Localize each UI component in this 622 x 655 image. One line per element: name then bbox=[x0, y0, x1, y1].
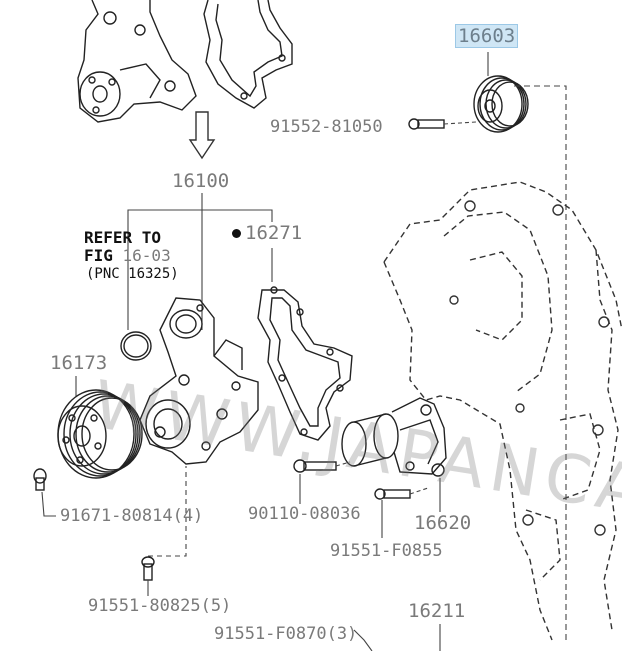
part-label-91551-F0870[interactable]: 91551-F0870(3) bbox=[214, 624, 358, 644]
part-label-90110-08036[interactable]: 90110-08036 bbox=[248, 504, 361, 524]
part-label-91671-80814[interactable]: 91671-80814(4) bbox=[60, 506, 204, 526]
part-label-16603[interactable]: 16603 bbox=[455, 24, 519, 48]
part-label-91551-F0855[interactable]: 91551-F0855 bbox=[330, 541, 443, 561]
gasket-drawing bbox=[257, 286, 353, 441]
part-label-16100[interactable]: 16100 bbox=[172, 170, 230, 192]
belt-tensioner-drawing bbox=[341, 397, 447, 477]
part-label-91552-81050[interactable]: 91552-81050 bbox=[270, 117, 383, 137]
figure-link[interactable]: 16-03 bbox=[122, 246, 171, 265]
water-pump-pulley-drawing bbox=[57, 389, 143, 479]
refer-line-1: REFER TO bbox=[84, 228, 162, 247]
refer-line-2[interactable]: FIG 16-03 bbox=[84, 246, 171, 265]
stud-bolt-drawing bbox=[293, 459, 337, 473]
top-water-pump-drawing bbox=[77, 0, 197, 123]
part-label-16173[interactable]: 16173 bbox=[50, 352, 108, 374]
top-gasket-drawing bbox=[203, 0, 293, 109]
timing-cover-drawing bbox=[383, 181, 622, 641]
water-pump-drawing bbox=[139, 297, 259, 465]
o-ring-drawing bbox=[120, 331, 152, 361]
part-label-16620[interactable]: 16620 bbox=[414, 512, 472, 534]
idler-pulley-drawing bbox=[473, 75, 529, 133]
bullet-dot-icon bbox=[232, 229, 241, 238]
bolt-drawing bbox=[141, 556, 155, 581]
reference-arrow-icon bbox=[188, 111, 216, 160]
part-label-91551-80825[interactable]: 91551-80825(5) bbox=[88, 596, 232, 616]
bolt-drawing bbox=[408, 118, 445, 130]
bolt-drawing bbox=[374, 488, 411, 500]
part-label-16211[interactable]: 16211 bbox=[408, 600, 466, 622]
bolt-drawing bbox=[33, 468, 47, 491]
timing-cover-bolt-holes bbox=[449, 200, 610, 536]
refer-line-3: (PNC 16325) bbox=[86, 266, 179, 282]
part-label-16271[interactable]: 16271 bbox=[232, 222, 302, 244]
